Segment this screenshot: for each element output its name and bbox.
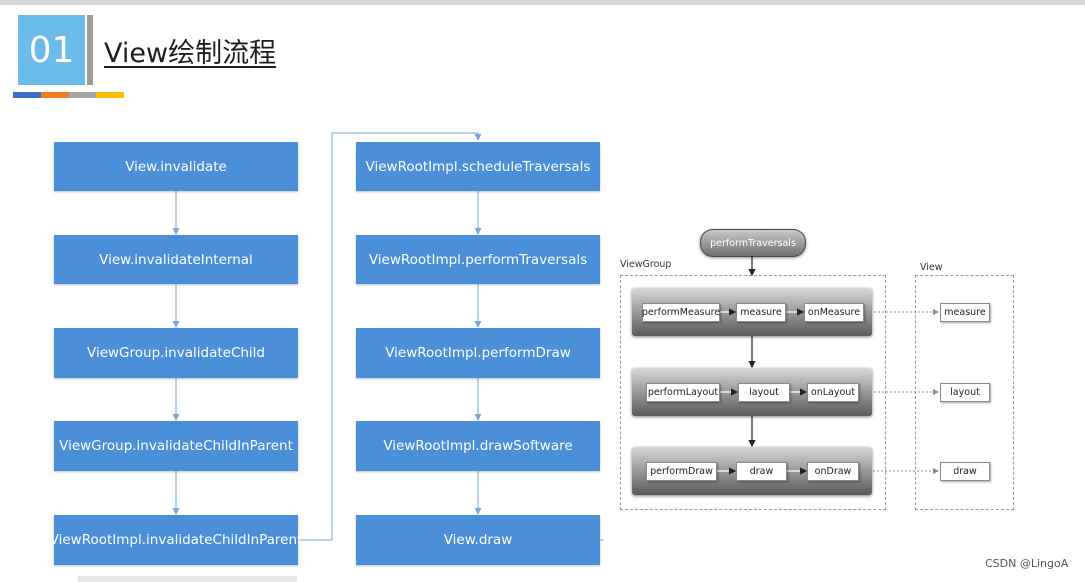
- on-layout-box: onLayout: [807, 383, 859, 402]
- flow-left-step-3: ViewGroup.invalidateChild: [54, 328, 298, 378]
- layout-box: layout: [738, 383, 790, 402]
- color-stripe-blue: [13, 92, 41, 98]
- perform-layout-box: performLayout: [646, 383, 720, 402]
- flow-left-step-2: View.invalidateInternal: [54, 235, 298, 284]
- view-measure-box: measure: [940, 303, 990, 322]
- color-stripe-yellow: [96, 92, 124, 98]
- flow-left-step-4: ViewGroup.invalidateChildInParent: [54, 421, 298, 471]
- flow-left-step-1: View.invalidate: [54, 142, 298, 191]
- view-label: View: [920, 262, 943, 273]
- flow-right-step-2: ViewRootImpl.performTraversals: [356, 235, 600, 284]
- draw-box: draw: [736, 462, 787, 481]
- color-stripe-gray: [69, 92, 96, 98]
- slide-shadow: [78, 576, 297, 582]
- arrow-cross: [298, 132, 482, 541]
- measure-box: measure: [736, 303, 786, 322]
- page-title: View绘制流程: [104, 38, 277, 69]
- viewgroup-label: ViewGroup: [620, 259, 672, 270]
- perform-measure-box: performMeasure: [642, 303, 720, 322]
- color-stripe-orange: [41, 92, 69, 98]
- section-number-bar: [87, 15, 93, 85]
- flow-right-step-5: View.draw: [356, 515, 600, 565]
- flow-right-step-4: ViewRootImpl.drawSoftware: [356, 421, 600, 471]
- view-layout-box: layout: [940, 383, 990, 402]
- watermark: CSDN @LingoA: [985, 557, 1069, 570]
- perform-traversals-pill: performTraversals: [700, 229, 806, 257]
- flow-right-step-3: ViewRootImpl.performDraw: [356, 328, 600, 378]
- flow-left-step-5: ViewRootImpl.invalidateChildInParent: [50, 515, 302, 565]
- on-draw-box: onDraw: [807, 462, 859, 481]
- top-border: [0, 0, 1085, 5]
- perform-draw-box: performDraw: [646, 462, 717, 481]
- flow-right-step-1: ViewRootImpl.scheduleTraversals: [356, 142, 600, 191]
- section-number: 01: [18, 15, 85, 85]
- view-draw-box: draw: [940, 462, 990, 481]
- on-measure-box: onMeasure: [804, 303, 864, 322]
